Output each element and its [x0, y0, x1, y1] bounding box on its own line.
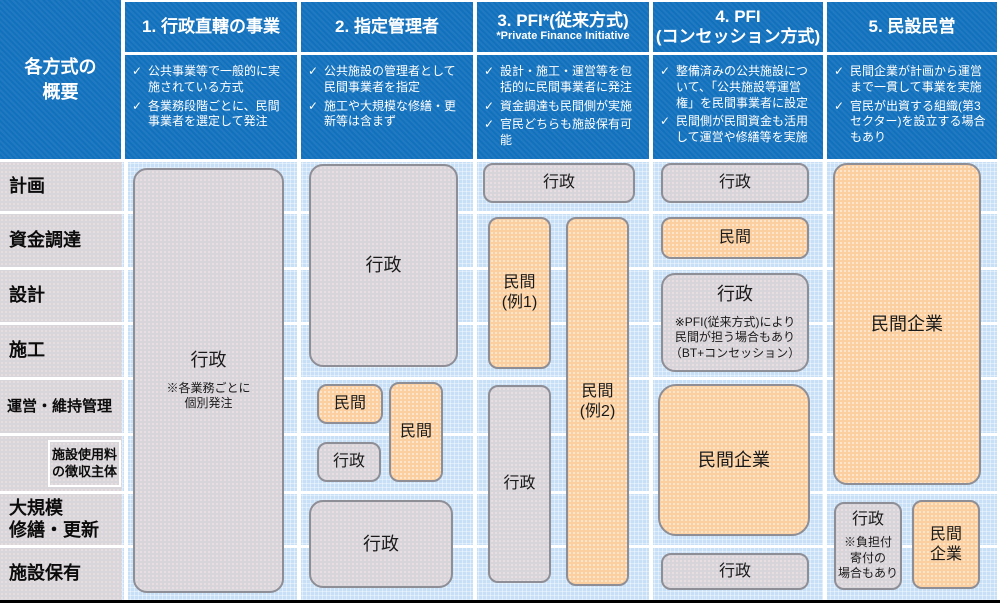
col5-note: ※負担付 寄付の 場合もあり — [837, 535, 898, 581]
overview-header-cell: 各方式の 概要 — [0, 0, 121, 159]
row-divider — [122, 491, 997, 494]
desc-bullet: ✓資金調達も民間側が実施 — [484, 98, 633, 113]
column-title-2-text: 2. 指定管理者 — [335, 17, 439, 37]
column-desc-2: ✓公共施設の管理者として民間事業者を指定 ✓施工や大規模な修繕・更新等は含まず — [301, 55, 473, 159]
col4-note: ※PFI(従来方式)により 民間が担う場合もあり （BT+コンセッション） — [669, 314, 801, 361]
row-label-design: 設計 — [0, 270, 122, 322]
column-title-4-line1: 4. PFI — [715, 7, 761, 27]
check-icon: ✓ — [484, 98, 495, 113]
row-label-funding: 資金調達 — [0, 214, 122, 267]
row-divider — [122, 211, 997, 214]
desc-bullet: ✓施工や大規模な修繕・更新等は含まず — [308, 98, 457, 129]
col1-gov-all-phases-box: 行政 ※各業務ごとに 個別発注 — [133, 168, 284, 593]
column-desc-5: ✓民間企業が計画から運営まで一貫して事業を実施 ✓官民が出資する組織(第3セクタ… — [827, 55, 997, 159]
desc-bullet: ✓官民どちらも施設保有可能 — [484, 117, 633, 148]
check-icon: ✓ — [132, 64, 143, 78]
column-divider — [473, 162, 477, 600]
check-icon: ✓ — [484, 117, 495, 132]
check-icon: ✓ — [484, 64, 495, 78]
check-icon: ✓ — [660, 64, 671, 78]
col2-private-operation-fee-box: 民間 — [389, 382, 443, 482]
col2-gov-renewal-ownership-box: 行政 — [309, 500, 453, 588]
column-title-3-subtitle: *Private Finance Initiative — [496, 30, 630, 43]
row-divider — [122, 545, 997, 548]
desc-bullet: ✓官民が出資する組織(第3セクター)を設立する場合もあり — [834, 98, 986, 145]
row-label-construction: 施工 — [0, 325, 122, 377]
column-title-2: 2. 指定管理者 — [301, 2, 473, 52]
column-title-4-line2: (コンセッション方式) — [655, 27, 821, 46]
column-divider — [823, 162, 827, 600]
desc-bullet: ✓公共事業等で一般的に実施されている方式 — [132, 64, 281, 94]
check-icon: ✓ — [834, 98, 845, 113]
col4-private-funding-box: 民間 — [661, 217, 809, 259]
column-title-4: 4. PFI (コンセッション方式) — [653, 2, 823, 52]
column-divider — [297, 162, 301, 600]
desc-bullet: ✓整備済みの公共施設について、「公共施設等運営権」を民間事業者に設定 — [660, 64, 809, 110]
col3-gov-plan-box: 行政 — [483, 163, 635, 203]
column-title-5-text: 5. 民設民営 — [868, 17, 956, 37]
col2-gov-fee-box: 行政 — [317, 442, 381, 482]
col5-private-company-main-box: 民間企業 — [833, 163, 981, 485]
column-title-1: 1. 行政直轄の事業 — [125, 2, 297, 52]
row-label-operation: 運営・維持管理 — [0, 380, 122, 433]
column-title-3: 3. PFI*(従来方式) *Private Finance Initiativ… — [477, 2, 649, 52]
desc-bullet: ✓民間側が民間資金も活用して運営や修繕等を実施 — [660, 114, 809, 145]
check-icon: ✓ — [308, 64, 319, 78]
col4-gov-design-construction-box: 行政 ※PFI(従来方式)により 民間が担う場合もあり （BT+コンセッション） — [661, 273, 809, 372]
row-divider — [122, 433, 997, 436]
row-divider — [122, 377, 997, 380]
check-icon: ✓ — [834, 64, 845, 78]
column-desc-4: ✓整備済みの公共施設について、「公共施設等運営権」を民間事業者に設定 ✓民間側が… — [653, 55, 823, 159]
col3-private-example2-box: 民間 (例2) — [566, 217, 629, 586]
column-title-3-text: 3. PFI*(従来方式) — [497, 10, 629, 30]
row-divider — [122, 322, 997, 325]
col4-gov-ownership-box: 行政 — [661, 553, 809, 590]
row-divider — [122, 267, 997, 270]
row-label-plan: 計画 — [0, 162, 122, 211]
overview-label-line2: 概要 — [42, 81, 79, 102]
column-divider — [124, 162, 128, 600]
col2-gov-plan-to-construction-box: 行政 — [309, 164, 458, 367]
col5-gov-renewal-box: 行政 ※負担付 寄付の 場合もあり — [834, 502, 902, 590]
desc-bullet: ✓公共施設の管理者として民間事業者を指定 — [308, 64, 456, 94]
desc-bullet: ✓民間企業が計画から運営まで一貫して事業を実施 — [834, 64, 983, 94]
desc-bullet: ✓設計・施工・運営等を包括的に民間事業者に発注 — [484, 64, 633, 94]
column-title-1-text: 1. 行政直轄の事業 — [142, 17, 280, 37]
row-label-renewal: 大規模 修繕・更新 — [0, 494, 122, 545]
desc-bullet: ✓各業務段階ごとに、民間事業者を選定して発注 — [132, 98, 280, 129]
overview-label-line1: 各方式の — [24, 57, 97, 78]
check-icon: ✓ — [308, 98, 319, 113]
column-divider — [649, 162, 653, 600]
row-label-fee-collector: 施設使用料 の徴収主体 — [48, 440, 121, 487]
col4-private-company-operation-box: 民間企業 — [658, 384, 810, 536]
col2-private-operation-box: 民間 — [317, 384, 383, 424]
column-desc-3: ✓設計・施工・運営等を包括的に民間事業者に発注 ✓資金調達も民間側が実施 ✓官民… — [477, 55, 649, 159]
row-label-ownership: 施設保有 — [0, 548, 122, 600]
column-title-5: 5. 民設民営 — [827, 2, 997, 52]
col3-private-example1-box: 民間 (例1) — [488, 217, 551, 369]
col5-private-company-ownership-box: 民間 企業 — [912, 500, 980, 589]
col3-gov-operation-box: 行政 — [488, 385, 551, 583]
column-desc-1: ✓公共事業等で一般的に実施されている方式 ✓各業務段階ごとに、民間事業者を選定し… — [125, 55, 297, 159]
check-icon: ✓ — [660, 114, 671, 129]
col1-note: ※各業務ごとに 個別発注 — [166, 380, 251, 411]
check-icon: ✓ — [132, 98, 143, 113]
bottom-border-line — [0, 600, 1000, 603]
col4-gov-plan-box: 行政 — [661, 163, 809, 203]
